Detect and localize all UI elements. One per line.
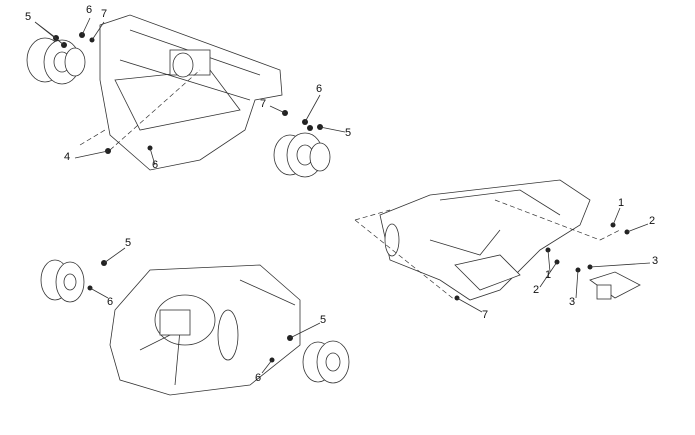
callout-label: 6 <box>152 159 159 171</box>
callout-label: 5 <box>320 314 327 326</box>
callout-label: 5 <box>345 127 352 139</box>
fasteners <box>87 247 321 374</box>
wheel-motor-hub <box>26 37 86 85</box>
callout-label: 5 <box>25 11 32 23</box>
front-frame-assembly <box>79 14 283 171</box>
callout-label: 6 <box>86 4 93 16</box>
fasteners <box>454 207 651 313</box>
chassis-assembly <box>354 179 621 301</box>
rear-axle-housing <box>109 264 301 396</box>
callout-label: 7 <box>101 8 108 20</box>
wheel-motor-hub <box>273 132 331 178</box>
callout-label: 6 <box>255 372 262 384</box>
callout-label: 6 <box>316 83 323 95</box>
callout-label: 1 <box>545 269 552 281</box>
callout-label: 1 <box>618 197 625 209</box>
callout-label: 7 <box>482 309 489 321</box>
callout-label: 6 <box>107 296 114 308</box>
bracket-part <box>589 271 641 300</box>
wheel-motor-hub <box>302 340 350 384</box>
callout-label: 3 <box>652 255 659 267</box>
callout-label: 4 <box>64 151 71 163</box>
wheel-motor-hub <box>40 259 85 303</box>
callout-label: 3 <box>569 296 576 308</box>
fasteners <box>34 17 346 166</box>
callout-label: 5 <box>125 237 132 249</box>
callout-label: 2 <box>649 215 656 227</box>
callout-label: 7 <box>260 98 267 110</box>
callout-label: 2 <box>533 284 540 296</box>
